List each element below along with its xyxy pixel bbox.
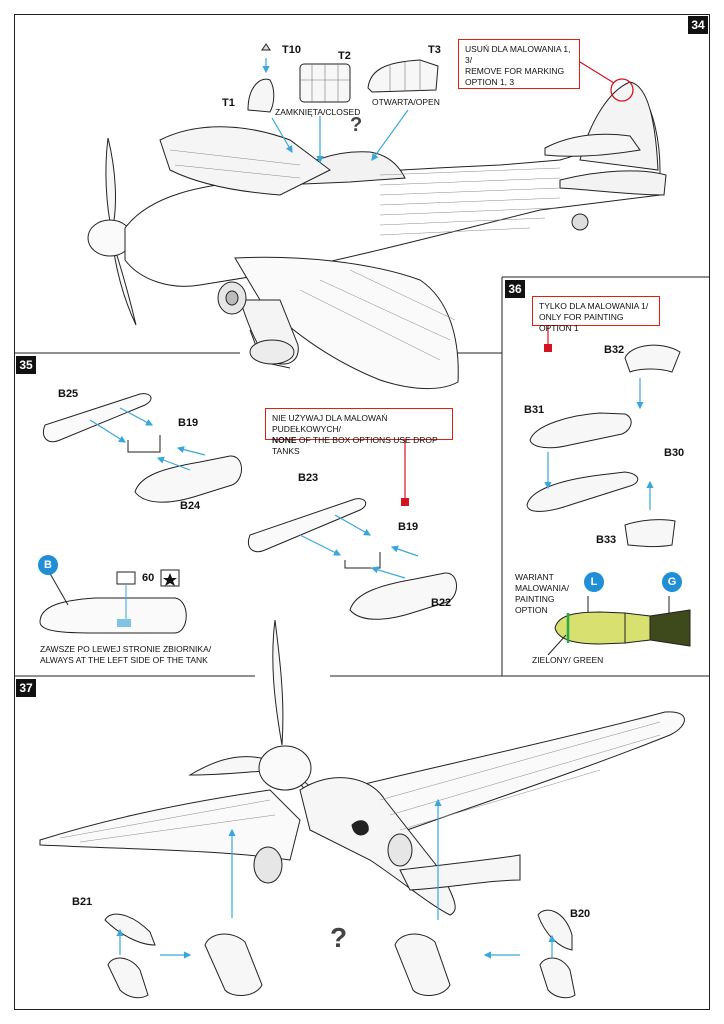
canopy-closed-label: ZAMKNIĘTA/CLOSED [275, 107, 361, 117]
part-label-b25: B25 [58, 388, 79, 400]
canopy-open-label: OTWARTA/OPEN [372, 97, 440, 107]
remove-note-line1: USUŃ DLA MALOWANIA 1, 3/ [465, 44, 571, 65]
step35-drawings [39, 393, 457, 634]
part-label-b31: B31 [524, 404, 545, 416]
variant-line3: PAINTING [515, 594, 555, 604]
section-dividers [14, 276, 710, 677]
no-tanks-line2-wrap: NONE OF THE BOX OPTIONS USE DROP TANKS [272, 435, 446, 457]
step37-arrows [116, 798, 556, 959]
option-badge-l: L [584, 572, 604, 592]
step-number-37: 37 [16, 679, 36, 697]
step-number-34: 34 [688, 16, 708, 34]
question-mark-37: ? [330, 922, 348, 953]
step-number-35: 35 [16, 356, 36, 374]
red-marker-35 [401, 498, 409, 506]
part-label-b19-a: B19 [178, 417, 199, 429]
step37-aircraft [39, 619, 685, 999]
part-label-b24: B24 [180, 500, 201, 512]
step34-arrows [262, 58, 409, 164]
green-label: ZIELONY/ GREEN [532, 655, 604, 665]
tank-note-line2: ALWAYS AT THE LEFT SIDE OF THE TANK [40, 655, 208, 665]
painting-option-label: WARIANT MALOWANIA/ PAINTING OPTION [515, 572, 569, 616]
variant-line4: OPTION [515, 605, 548, 615]
page-frame [14, 14, 710, 1010]
tank-note: ZAWSZE PO LEWEJ STRONIE ZBIORNIKA/ ALWAY… [40, 644, 211, 666]
step36-arrows [544, 378, 654, 510]
remove-note-box: USUŃ DLA MALOWANIA 1, 3/ REMOVE FOR MARK… [458, 39, 580, 89]
part-label-b33: B33 [596, 534, 617, 546]
only-note-line1: TYLKO DLA MALOWANIA 1/ [539, 301, 649, 311]
option-badge-b: B [38, 555, 58, 575]
part-label-b19-b: B19 [398, 521, 419, 533]
red-marker-36 [544, 344, 552, 352]
no-tanks-line2: OF THE BOX OPTIONS USE DROP TANKS [272, 435, 438, 456]
step34-aircraft [87, 43, 667, 389]
part-label-b20: B20 [570, 908, 591, 920]
remove-note-line3: OPTION 1, 3 [465, 77, 515, 87]
part-label-b21: B21 [72, 896, 93, 908]
part-label-b22: B22 [431, 597, 452, 609]
no-tanks-bold: NONE [272, 435, 297, 445]
part-label-b30: B30 [664, 447, 685, 459]
no-tanks-line1: NIE UŻYWAJ DLA MALOWAŃ PUDEŁKOWYCH/ [272, 413, 388, 434]
part-label-t2: T2 [338, 50, 351, 62]
part-label-b32: B32 [604, 344, 625, 356]
part-label-t10: T10 [282, 44, 301, 56]
step36-drawings [526, 344, 691, 656]
only-option1-note: TYLKO DLA MALOWANIA 1/ ONLY FOR PAINTING… [532, 296, 660, 333]
only-note-line2: ONLY FOR PAINTING OPTION 1 [539, 312, 624, 333]
part-label-t1: T1 [222, 97, 235, 109]
step-number-36: 36 [505, 280, 525, 298]
decal-number-60: 60 [142, 572, 155, 584]
question-mark-34: ? [350, 114, 363, 136]
option-badge-g: G [662, 572, 682, 592]
no-drop-tanks-note: NIE UŻYWAJ DLA MALOWAŃ PUDEŁKOWYCH/ NONE… [265, 408, 453, 456]
variant-line1: WARIANT [515, 572, 554, 582]
remove-note-line2: REMOVE FOR MARKING [465, 66, 565, 76]
part-label-b23: B23 [298, 472, 319, 484]
tank-note-line1: ZAWSZE PO LEWEJ STRONIE ZBIORNIKA/ [40, 644, 212, 654]
variant-line2: MALOWANIA/ [515, 583, 569, 593]
step35-arrows [89, 407, 419, 579]
part-label-t3: T3 [428, 44, 441, 56]
